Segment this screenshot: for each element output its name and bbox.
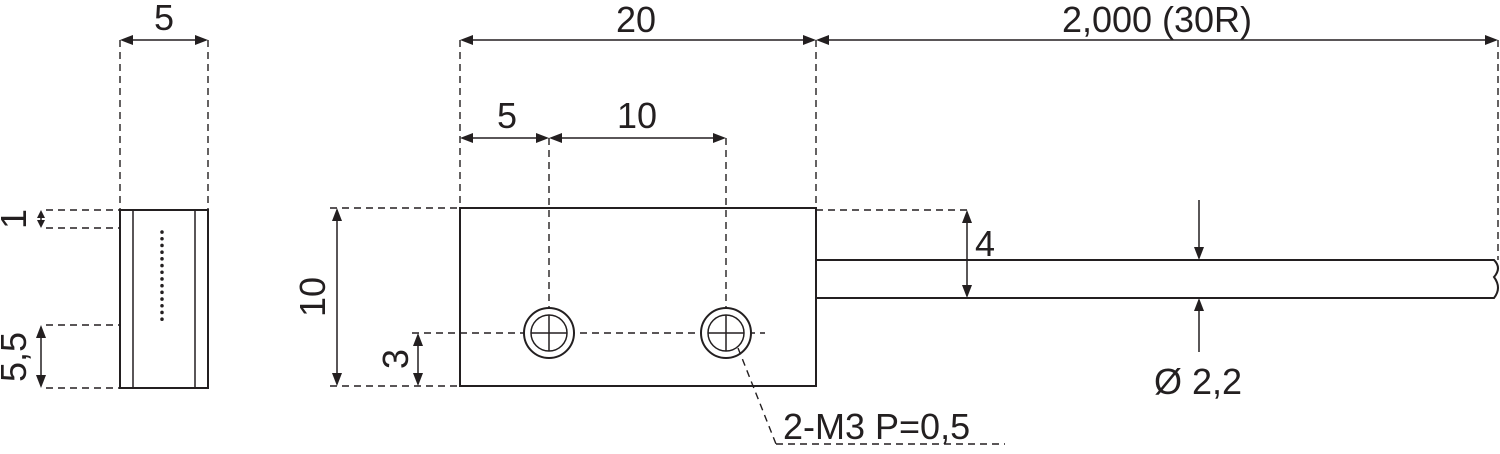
arrowhead xyxy=(1485,35,1498,45)
arrowhead xyxy=(816,35,829,45)
side-view-body xyxy=(119,209,209,389)
arrowhead xyxy=(332,373,342,386)
side-width-label: 5 xyxy=(154,0,174,38)
arrowhead xyxy=(803,35,816,45)
front-height-label: 10 xyxy=(292,277,333,317)
arrowhead xyxy=(713,133,726,143)
arrowhead xyxy=(549,133,562,143)
cable: 2,000 (30R) 4 Ø 2,2 xyxy=(816,0,1499,402)
threaded-hole-2 xyxy=(700,307,752,359)
arrowhead xyxy=(962,285,972,298)
arrowhead xyxy=(36,375,46,388)
arrowhead xyxy=(120,35,133,45)
side-view: 5 1 5,5 xyxy=(0,0,209,389)
arrowhead xyxy=(413,373,423,386)
front-view-body xyxy=(459,207,817,387)
arrowhead xyxy=(1194,298,1204,311)
front-length-label: 20 xyxy=(616,0,656,40)
arrowhead xyxy=(413,333,423,346)
threaded-hole-1 xyxy=(523,307,575,359)
side-bottom-offset-label: 5,5 xyxy=(0,332,34,382)
arrowhead xyxy=(460,35,473,45)
thread-leader-line xyxy=(737,347,777,445)
arrowhead xyxy=(36,325,46,338)
cable-diameter-label: Ø 2,2 xyxy=(1154,361,1242,402)
cable-body xyxy=(816,259,1499,299)
side-top-offset-label: 1 xyxy=(0,209,34,229)
hole-height-label: 3 xyxy=(375,349,416,369)
arrowhead xyxy=(962,210,972,223)
arrowhead xyxy=(332,208,342,221)
arrowhead xyxy=(37,220,45,228)
arrowhead xyxy=(536,133,549,143)
cable-offset-label: 4 xyxy=(975,223,995,264)
arrowhead xyxy=(195,35,208,45)
front-view: 20 5 10 10 3 xyxy=(292,0,1005,447)
hole1-offset-label: 5 xyxy=(497,95,517,136)
thread-callout-label: 2-M3 P=0,5 xyxy=(783,406,970,447)
arrowhead xyxy=(37,210,45,218)
arrowhead xyxy=(460,133,473,143)
cable-length-label: 2,000 (30R) xyxy=(1062,0,1252,40)
hole-pitch-label: 10 xyxy=(617,95,657,136)
arrowhead xyxy=(1194,247,1204,260)
